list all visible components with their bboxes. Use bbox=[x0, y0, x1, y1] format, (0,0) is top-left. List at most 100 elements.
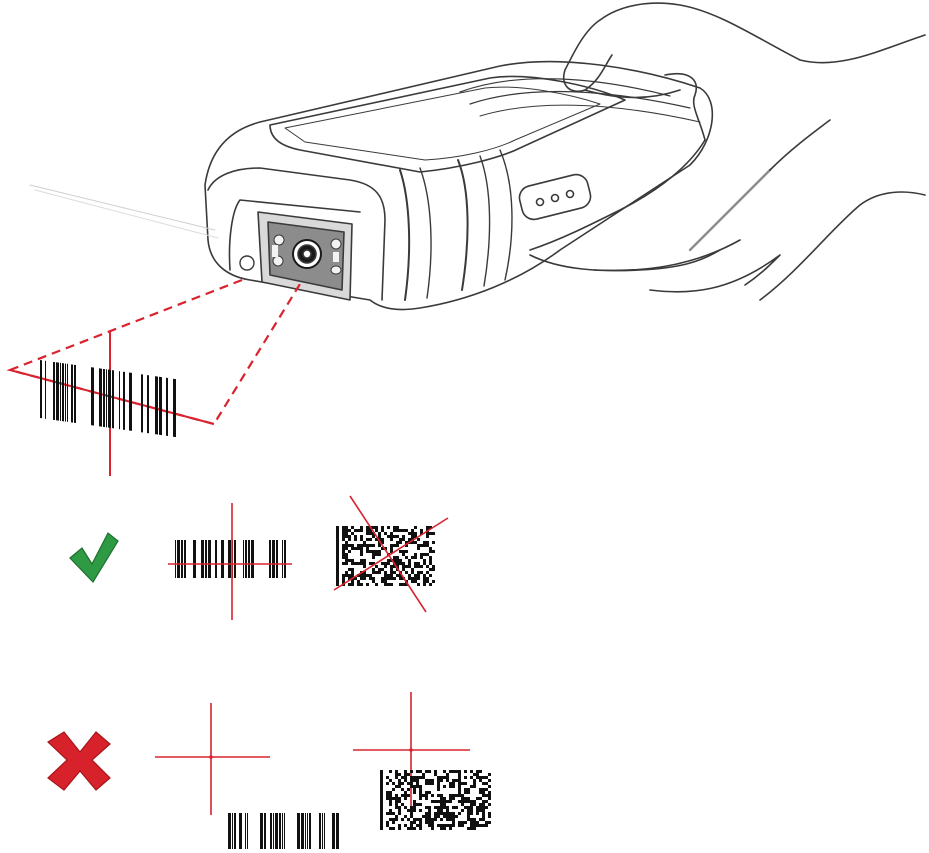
barcode-module bbox=[467, 818, 470, 821]
barcode-module bbox=[437, 794, 440, 797]
barcode-bar bbox=[205, 540, 207, 578]
barcode-module bbox=[372, 526, 375, 529]
barcode-module bbox=[476, 770, 479, 773]
barcode-module bbox=[336, 574, 339, 577]
barcode-module bbox=[348, 550, 351, 553]
barcode-module bbox=[380, 821, 383, 824]
barcode-module bbox=[485, 800, 488, 803]
barcode-module bbox=[402, 553, 405, 556]
barcode-module bbox=[375, 526, 378, 529]
barcode-module bbox=[363, 541, 366, 544]
barcode-bar bbox=[62, 363, 64, 421]
barcode-module bbox=[369, 544, 372, 547]
barcode-module bbox=[380, 809, 383, 812]
barcode-module bbox=[416, 779, 419, 782]
barcode-module bbox=[366, 529, 369, 532]
barcode-bar bbox=[119, 371, 120, 429]
barcode-module bbox=[428, 782, 431, 785]
barcode-bar bbox=[284, 540, 286, 578]
barcode-module bbox=[389, 770, 392, 773]
barcode-bar bbox=[103, 369, 105, 427]
barcode-bar bbox=[282, 540, 283, 578]
barcode-module bbox=[410, 785, 413, 788]
barcode-module bbox=[467, 788, 470, 791]
barcode-module bbox=[488, 779, 491, 782]
barcode-module bbox=[467, 827, 470, 830]
barcode-module bbox=[360, 577, 363, 580]
barcode-bar bbox=[319, 813, 321, 849]
barcode-module bbox=[446, 809, 449, 812]
barcode-module bbox=[417, 571, 420, 574]
barcode-module bbox=[381, 568, 384, 571]
barcode-module bbox=[354, 535, 357, 538]
barcode-module bbox=[417, 538, 420, 541]
barcode-bar bbox=[272, 540, 275, 578]
barcode-module bbox=[426, 565, 429, 568]
barcode-module bbox=[342, 535, 345, 538]
barcode-module bbox=[396, 559, 399, 562]
barcode-module bbox=[360, 547, 363, 550]
barcode-module bbox=[431, 800, 434, 803]
barcode-module bbox=[395, 785, 398, 788]
barcode-module bbox=[408, 577, 411, 580]
barcode-module bbox=[395, 773, 398, 776]
barcode-module bbox=[413, 803, 416, 806]
barcode-module bbox=[431, 824, 434, 827]
barcode-module bbox=[360, 529, 363, 532]
barcode-module bbox=[336, 583, 339, 586]
barcode-module bbox=[380, 806, 383, 809]
barcode-module bbox=[419, 824, 422, 827]
barcode-module bbox=[446, 815, 449, 818]
barcode-module bbox=[348, 568, 351, 571]
barcode-module bbox=[357, 583, 360, 586]
barcode-module bbox=[411, 529, 414, 532]
barcode-bar bbox=[166, 378, 168, 436]
barcode-module bbox=[404, 791, 407, 794]
barcode-module bbox=[342, 553, 345, 556]
barcode-module bbox=[408, 574, 411, 577]
barcode-bar bbox=[322, 813, 323, 849]
barcode-module bbox=[470, 803, 473, 806]
barcode-module bbox=[348, 559, 351, 562]
barcode-module bbox=[407, 794, 410, 797]
barcode-module bbox=[416, 770, 419, 773]
barcode-module bbox=[380, 773, 383, 776]
barcode-module bbox=[461, 821, 464, 824]
barcode-module bbox=[473, 803, 476, 806]
barcode-module bbox=[386, 797, 389, 800]
barcode-module bbox=[432, 568, 435, 571]
barcode-bar bbox=[228, 813, 231, 849]
barcode-module bbox=[473, 779, 476, 782]
barcode-module bbox=[384, 574, 387, 577]
barcode-module bbox=[390, 568, 393, 571]
barcode-module bbox=[396, 556, 399, 559]
2d-barcode-off-center bbox=[380, 770, 491, 830]
incorrect-row bbox=[48, 692, 491, 849]
barcode-module bbox=[390, 544, 393, 547]
barcode-module bbox=[434, 806, 437, 809]
barcode-module bbox=[360, 574, 363, 577]
barcode-bar bbox=[181, 540, 183, 578]
barcode-module bbox=[449, 800, 452, 803]
barcode-module bbox=[384, 562, 387, 565]
barcode-module bbox=[411, 532, 414, 535]
barcode-module bbox=[380, 776, 383, 779]
barcode-module bbox=[479, 806, 482, 809]
barcode-module bbox=[381, 526, 384, 529]
barcode-module bbox=[458, 776, 461, 779]
handheld-scanner-illustration bbox=[30, 3, 925, 309]
barcode-module bbox=[449, 794, 452, 797]
barcode-module bbox=[482, 791, 485, 794]
barcode-module bbox=[488, 794, 491, 797]
barcode-module bbox=[420, 544, 423, 547]
barcode-module bbox=[392, 782, 395, 785]
barcode-module bbox=[470, 776, 473, 779]
barcode-module bbox=[440, 827, 443, 830]
barcode-module bbox=[414, 562, 417, 565]
barcode-module bbox=[404, 779, 407, 782]
barcode-module bbox=[426, 553, 429, 556]
barcode-module bbox=[426, 544, 429, 547]
barcode-module bbox=[426, 541, 429, 544]
barcode-bar bbox=[245, 813, 246, 849]
barcode-module bbox=[479, 797, 482, 800]
